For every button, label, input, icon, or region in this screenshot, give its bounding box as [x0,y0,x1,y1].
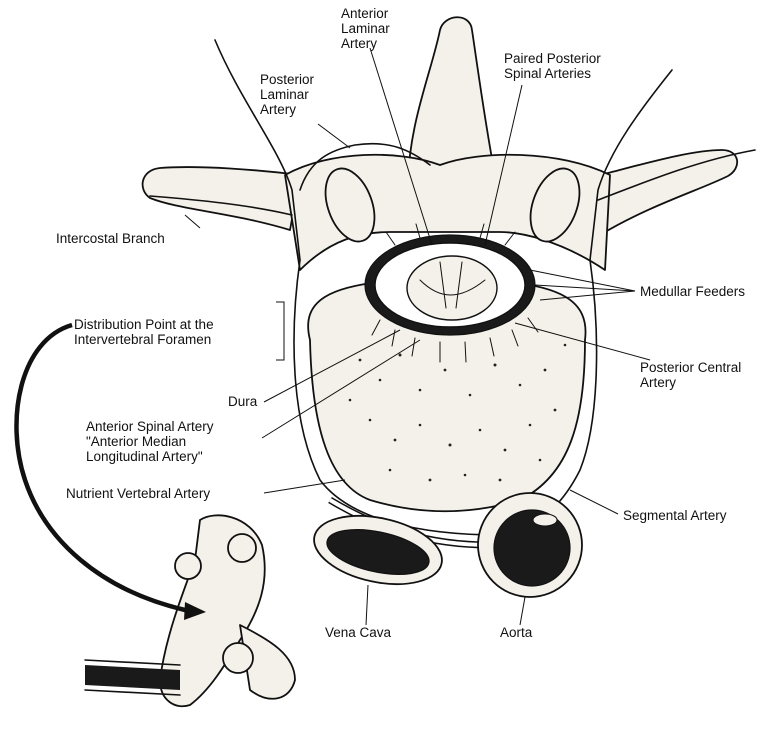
distribution-arrow [16,325,185,610]
label-line: Spinal Arteries [504,66,601,81]
label-line: Distribution Point at the [74,317,214,332]
label-segmental-artery: Segmental Artery [623,508,727,523]
label-distribution-point: Distribution Point at the Intervertebral… [74,317,214,347]
left-transverse-process [143,167,300,230]
label-line: Anterior Spinal Artery [86,419,214,434]
label-line: Artery [260,102,314,117]
label-aorta: Aorta [500,625,532,640]
label-line: "Anterior Median [86,434,214,449]
label-posterior-central-artery: Posterior Central Artery [640,360,741,390]
aorta-lumen [494,510,570,586]
label-anterior-laminar-artery: Anterior Laminar Artery [341,6,390,51]
label-line: Paired Posterior [504,51,601,66]
label-medullar-feeders: Medullar Feeders [640,284,745,299]
label-line: Artery [640,375,741,390]
label-line: Intervertebral Foramen [74,332,214,347]
label-line: Laminar [260,87,314,102]
spinal-cord [407,256,497,320]
label-line: Anterior [341,6,390,21]
label-posterior-laminar-artery: Posterior Laminar Artery [260,72,314,117]
label-line: Posterior Central [640,360,741,375]
label-nutrient-vertebral-artery: Nutrient Vertebral Artery [66,486,210,501]
label-paired-posterior-spinal-arteries: Paired Posterior Spinal Arteries [504,51,601,81]
label-line: Posterior [260,72,314,87]
label-line: Longitudinal Artery" [86,449,214,464]
label-intercostal-branch: Intercostal Branch [56,231,165,246]
foramen-bracket [276,302,284,360]
label-line: Artery [341,36,390,51]
right-transverse-process [600,150,737,235]
label-anterior-spinal-artery: Anterior Spinal Artery "Anterior Median … [86,419,214,464]
label-vena-cava: Vena Cava [325,625,391,640]
label-dura: Dura [228,394,257,409]
label-line: Laminar [341,21,390,36]
